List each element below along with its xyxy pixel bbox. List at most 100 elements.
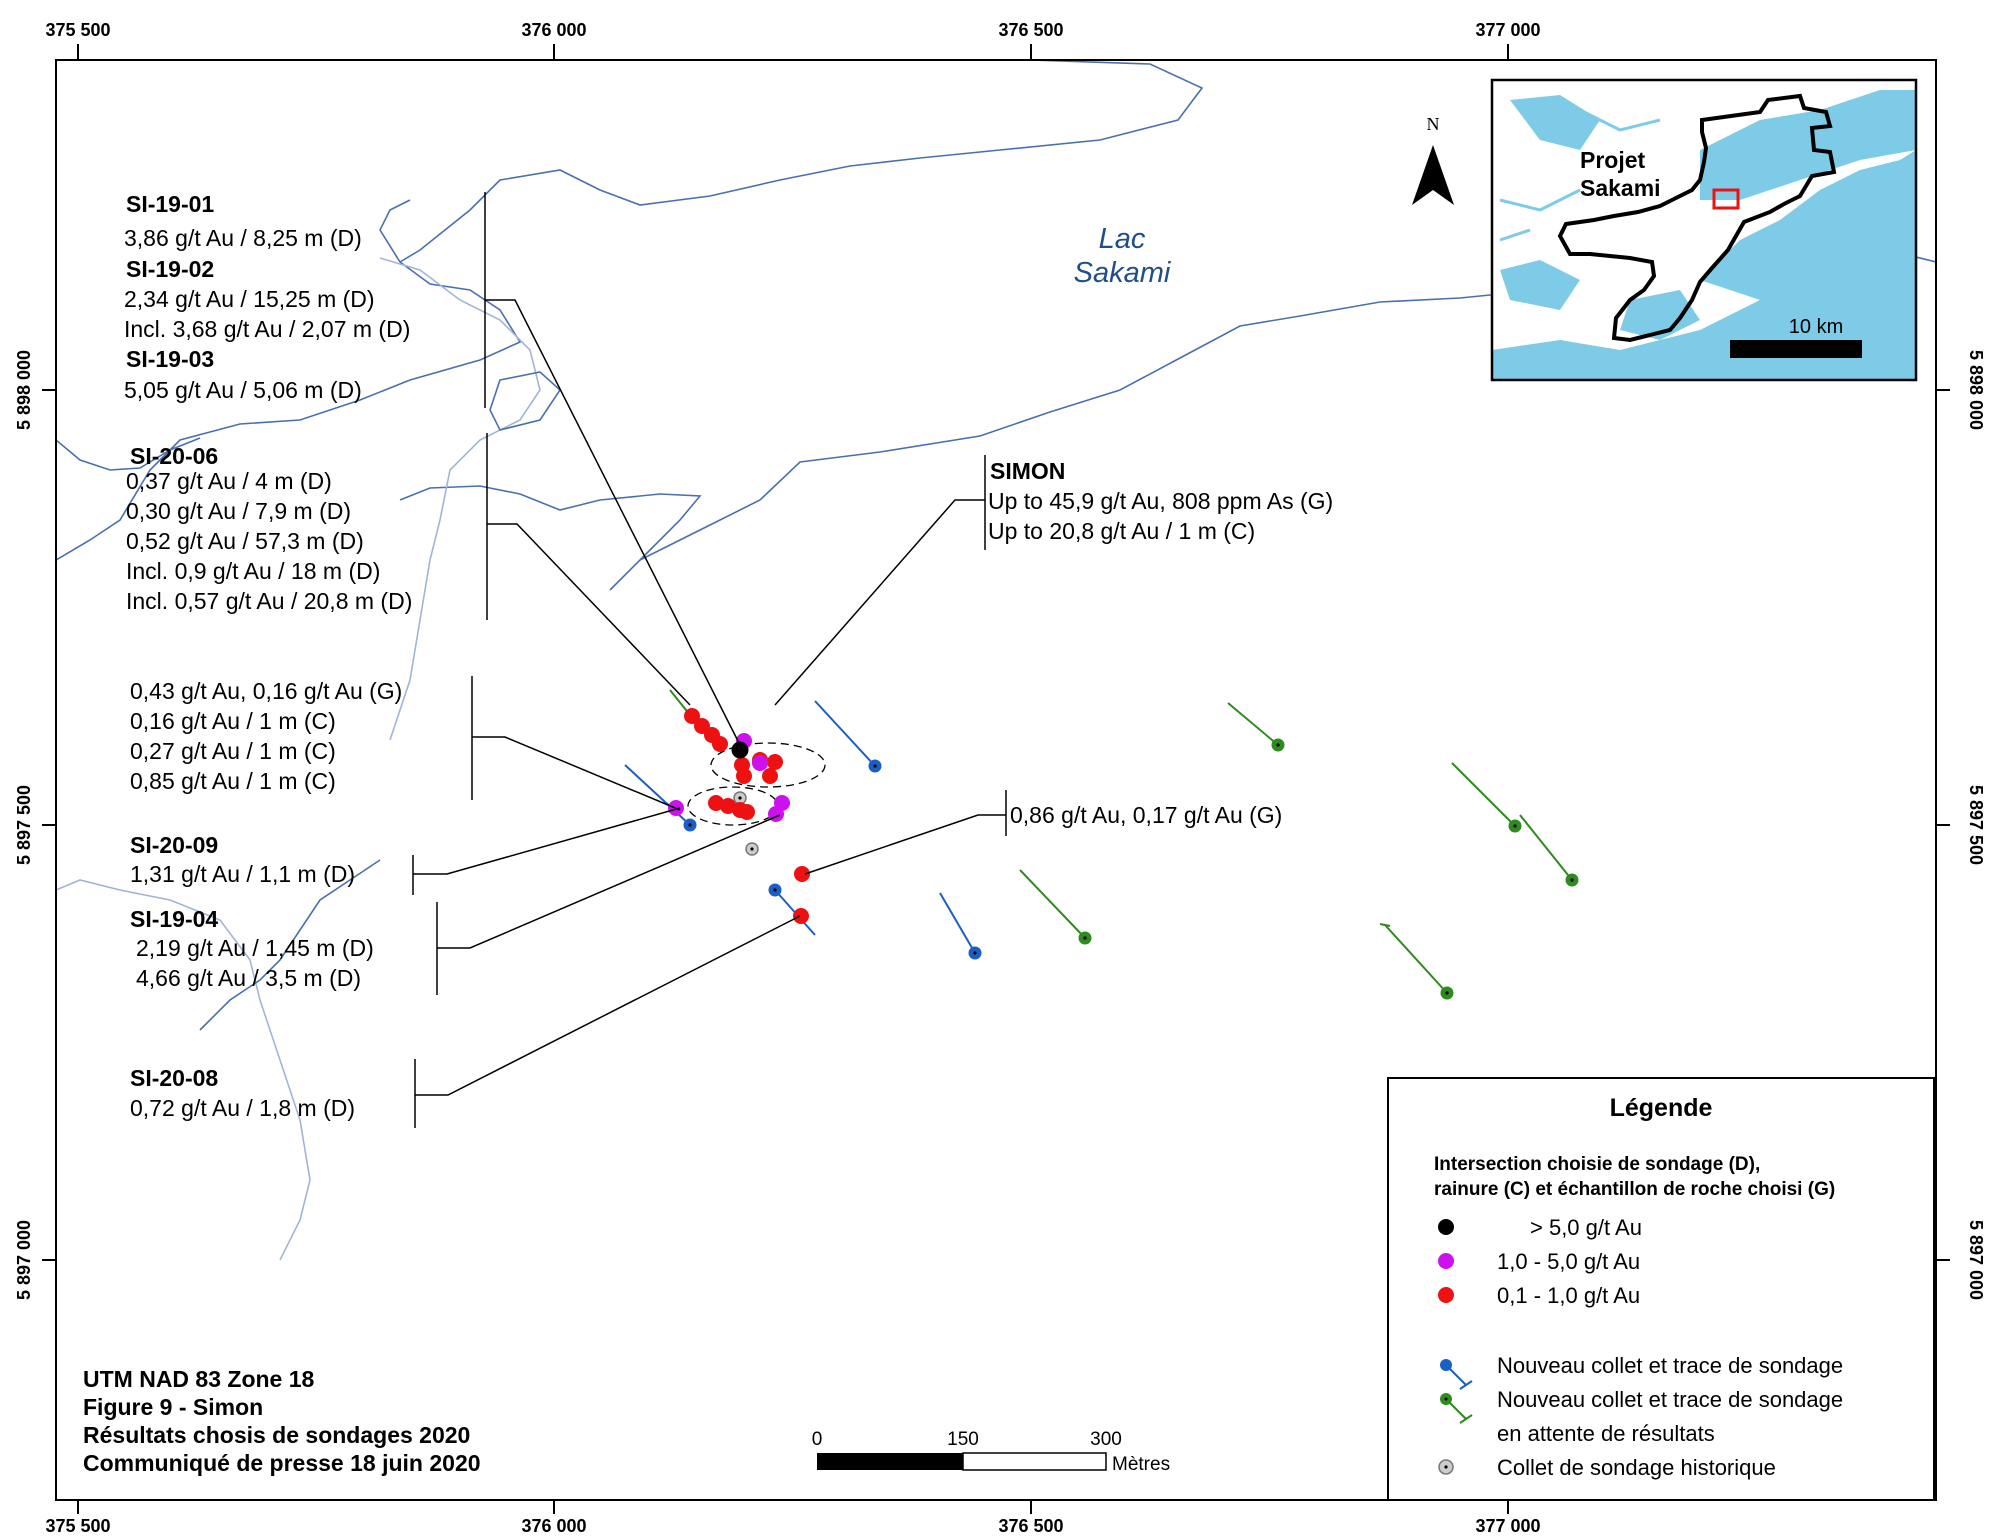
callout-si-19-03: SI-19-03 5,05 g/t Au / 5,06 m (D) bbox=[124, 346, 362, 403]
callout-si-20-08-title: SI-20-08 bbox=[130, 1065, 218, 1091]
y-tick-right-1: 5 898 000 bbox=[1966, 350, 1986, 430]
north-arrow-icon: N bbox=[1412, 114, 1454, 205]
callout-si-19-02-title: SI-19-02 bbox=[126, 256, 214, 282]
river-west-4 bbox=[56, 879, 311, 1261]
callout-si-20-09: SI-20-09 1,31 g/t Au / 1,1 m (D) bbox=[130, 832, 355, 887]
collar-dots bbox=[688, 743, 1574, 995]
scale-bar: 0 150 300 Mètres bbox=[812, 1429, 1170, 1475]
river-island-loop bbox=[489, 371, 562, 431]
y-tick-labels-right: 5 898 000 5 897 500 5 897 000 bbox=[1966, 350, 1986, 1300]
callout-si-20-06-line-2: 0,30 g/t Au / 7,9 m (D) bbox=[126, 498, 351, 524]
leader-lines bbox=[412, 192, 1007, 1128]
inset-scale-bar bbox=[1730, 340, 1862, 358]
x-tick-bottom-1: 375 500 bbox=[45, 1516, 110, 1536]
legend-swatch-purple bbox=[1438, 1253, 1454, 1269]
x-tick-bottom-4: 377 000 bbox=[1475, 1516, 1540, 1536]
legend-pending-1: Nouveau collet et trace de sondage bbox=[1497, 1387, 1843, 1412]
legend: Légende Intersection choisie de sondage … bbox=[1387, 1077, 1935, 1501]
callout-si-19-04: SI-19-04 2,19 g/t Au / 1,45 m (D) 4,66 g… bbox=[130, 906, 374, 991]
callout-si-19-03-title: SI-19-03 bbox=[126, 346, 214, 372]
callout-si-19-01-title: SI-19-01 bbox=[126, 191, 214, 217]
legend-pending-2: en attente de résultats bbox=[1497, 1421, 1715, 1446]
lake-shoreline-north bbox=[399, 60, 1204, 263]
info-line-4: Communiqué de presse 18 juin 2020 bbox=[83, 1450, 481, 1476]
lake-label-2: Sakami bbox=[1074, 257, 1172, 289]
y-tick-right-3: 5 897 000 bbox=[1966, 1220, 1986, 1300]
scale-tick-0: 0 bbox=[812, 1429, 823, 1450]
callout-si-19-04-line-1: 2,19 g/t Au / 1,45 m (D) bbox=[136, 935, 374, 961]
info-line-3: Résultats chosis de sondages 2020 bbox=[83, 1422, 470, 1448]
legend-pending-collar-icon bbox=[1440, 1393, 1473, 1424]
callout-si-19-03-line-1: 5,05 g/t Au / 5,06 m (D) bbox=[124, 377, 362, 403]
lake-label-1: Lac bbox=[1099, 223, 1146, 255]
callout-simon-title: SIMON bbox=[990, 458, 1065, 484]
info-line-2: Figure 9 - Simon bbox=[83, 1394, 263, 1420]
legend-new-collar-icon bbox=[1440, 1359, 1473, 1390]
y-tick-left-3: 5 897 000 bbox=[14, 1220, 34, 1300]
legend-title: Légende bbox=[1610, 1094, 1713, 1122]
y-tick-left-2: 5 897 500 bbox=[14, 785, 34, 865]
x-tick-labels-top: 375 500 376 000 376 500 377 000 bbox=[45, 20, 1540, 40]
callout-si-19-04-line-2: 4,66 g/t Au / 3,5 m (D) bbox=[136, 965, 361, 991]
callout-rainure: 0,43 g/t Au, 0,16 g/t Au (G) 0,16 g/t Au… bbox=[130, 678, 402, 794]
x-tick-top-1: 375 500 bbox=[45, 20, 110, 40]
river-west-1 bbox=[56, 199, 522, 561]
callout-simon-line-1: Up to 45,9 g/t Au, 808 ppm As (G) bbox=[988, 488, 1333, 514]
callout-si-19-04-title: SI-19-04 bbox=[130, 906, 218, 932]
river-west-2 bbox=[56, 437, 201, 471]
x-tick-bottom-3: 376 500 bbox=[998, 1516, 1063, 1536]
project-boundary bbox=[1557, 93, 1837, 343]
inset-map: Projet Sakami 10 km bbox=[1490, 78, 1918, 382]
inset-project-label-2: Sakami bbox=[1580, 175, 1661, 201]
pending-drill-traces bbox=[669, 689, 1579, 1000]
legend-item-1: > 5,0 g/t Au bbox=[1530, 1215, 1642, 1240]
y-tick-right-2: 5 897 500 bbox=[1966, 785, 1986, 865]
callout-si-20-08-line-1: 0,72 g/t Au / 1,8 m (D) bbox=[130, 1095, 355, 1121]
callout-rainure-line-2: 0,16 g/t Au / 1 m (C) bbox=[130, 708, 336, 734]
callout-si-20-06-line-5: Incl. 0,57 g/t Au / 20,8 m (D) bbox=[126, 588, 412, 614]
inset-project-label-1: Projet bbox=[1580, 147, 1646, 173]
legend-historic-collar-icon bbox=[1438, 1459, 1454, 1475]
y-tick-labels-left: 5 898 000 5 897 500 5 897 000 bbox=[14, 350, 34, 1300]
x-tick-top-3: 376 500 bbox=[998, 20, 1063, 40]
river-west-5 bbox=[199, 859, 381, 1031]
callout-simon-line-2: Up to 20,8 g/t Au / 1 m (C) bbox=[988, 518, 1255, 544]
callout-rainure-line-4: 0,85 g/t Au / 1 m (C) bbox=[130, 768, 336, 794]
legend-historic: Collet de sondage historique bbox=[1497, 1455, 1776, 1480]
callout-si-20-06: SI-20-06 0,37 g/t Au / 4 m (D) 0,30 g/t … bbox=[126, 443, 412, 614]
callout-si-19-01-line-1: 3,86 g/t Au / 8,25 m (D) bbox=[124, 225, 362, 251]
x-tick-bottom-2: 376 000 bbox=[521, 1516, 586, 1536]
legend-subtitle-2: rainure (C) et échantillon de roche choi… bbox=[1434, 1179, 1835, 1200]
callout-si-19-02-line-1: 2,34 g/t Au / 15,25 m (D) bbox=[124, 286, 375, 312]
legend-item-2: 1,0 - 5,0 g/t Au bbox=[1497, 1249, 1640, 1274]
legend-item-3: 0,1 - 1,0 g/t Au bbox=[1497, 1283, 1640, 1308]
scale-tick-300: 300 bbox=[1090, 1429, 1122, 1450]
x-tick-labels-bottom: 375 500 376 000 376 500 377 000 bbox=[45, 1516, 1540, 1536]
hydrography bbox=[56, 60, 1936, 1261]
scale-tick-150: 150 bbox=[947, 1429, 979, 1450]
callout-si-20-06-line-3: 0,52 g/t Au / 57,3 m (D) bbox=[126, 528, 364, 554]
island-shore bbox=[399, 485, 702, 561]
frame-ticks bbox=[42, 44, 1950, 1514]
callout-si-19-01: SI-19-01 3,86 g/t Au / 8,25 m (D) bbox=[124, 191, 362, 251]
callout-rainure-line-3: 0,27 g/t Au / 1 m (C) bbox=[130, 738, 336, 764]
map-frame bbox=[55, 59, 1937, 1501]
callout-si-20-09-title: SI-20-09 bbox=[130, 832, 218, 858]
callout-east-line-1: 0,86 g/t Au, 0,17 g/t Au (G) bbox=[1010, 802, 1282, 828]
historic-collars bbox=[733, 791, 759, 856]
callout-east: 0,86 g/t Au, 0,17 g/t Au (G) bbox=[1010, 802, 1282, 828]
callout-rainure-line-1: 0,43 g/t Au, 0,16 g/t Au (G) bbox=[130, 678, 402, 704]
callout-si-19-02: SI-19-02 2,34 g/t Au / 15,25 m (D) Incl.… bbox=[124, 256, 410, 342]
scale-unit: Mètres bbox=[1112, 1454, 1170, 1475]
x-tick-top-4: 377 000 bbox=[1475, 20, 1540, 40]
callout-simon: SIMON Up to 45,9 g/t Au, 808 ppm As (G) … bbox=[988, 458, 1333, 544]
callout-si-20-06-line-1: 0,37 g/t Au / 4 m (D) bbox=[126, 468, 332, 494]
info-block: UTM NAD 83 Zone 18 Figure 9 - Simon Résu… bbox=[83, 1366, 481, 1476]
callout-si-20-09-line-1: 1,31 g/t Au / 1,1 m (D) bbox=[130, 861, 355, 887]
legend-new-collar: Nouveau collet et trace de sondage bbox=[1497, 1353, 1843, 1378]
legend-subtitle-1: Intersection choisie de sondage (D), bbox=[1434, 1154, 1760, 1175]
callout-si-19-02-line-2: Incl. 3,68 g/t Au / 2,07 m (D) bbox=[124, 316, 410, 342]
legend-swatch-red bbox=[1438, 1287, 1454, 1303]
y-tick-left-1: 5 898 000 bbox=[14, 350, 34, 430]
